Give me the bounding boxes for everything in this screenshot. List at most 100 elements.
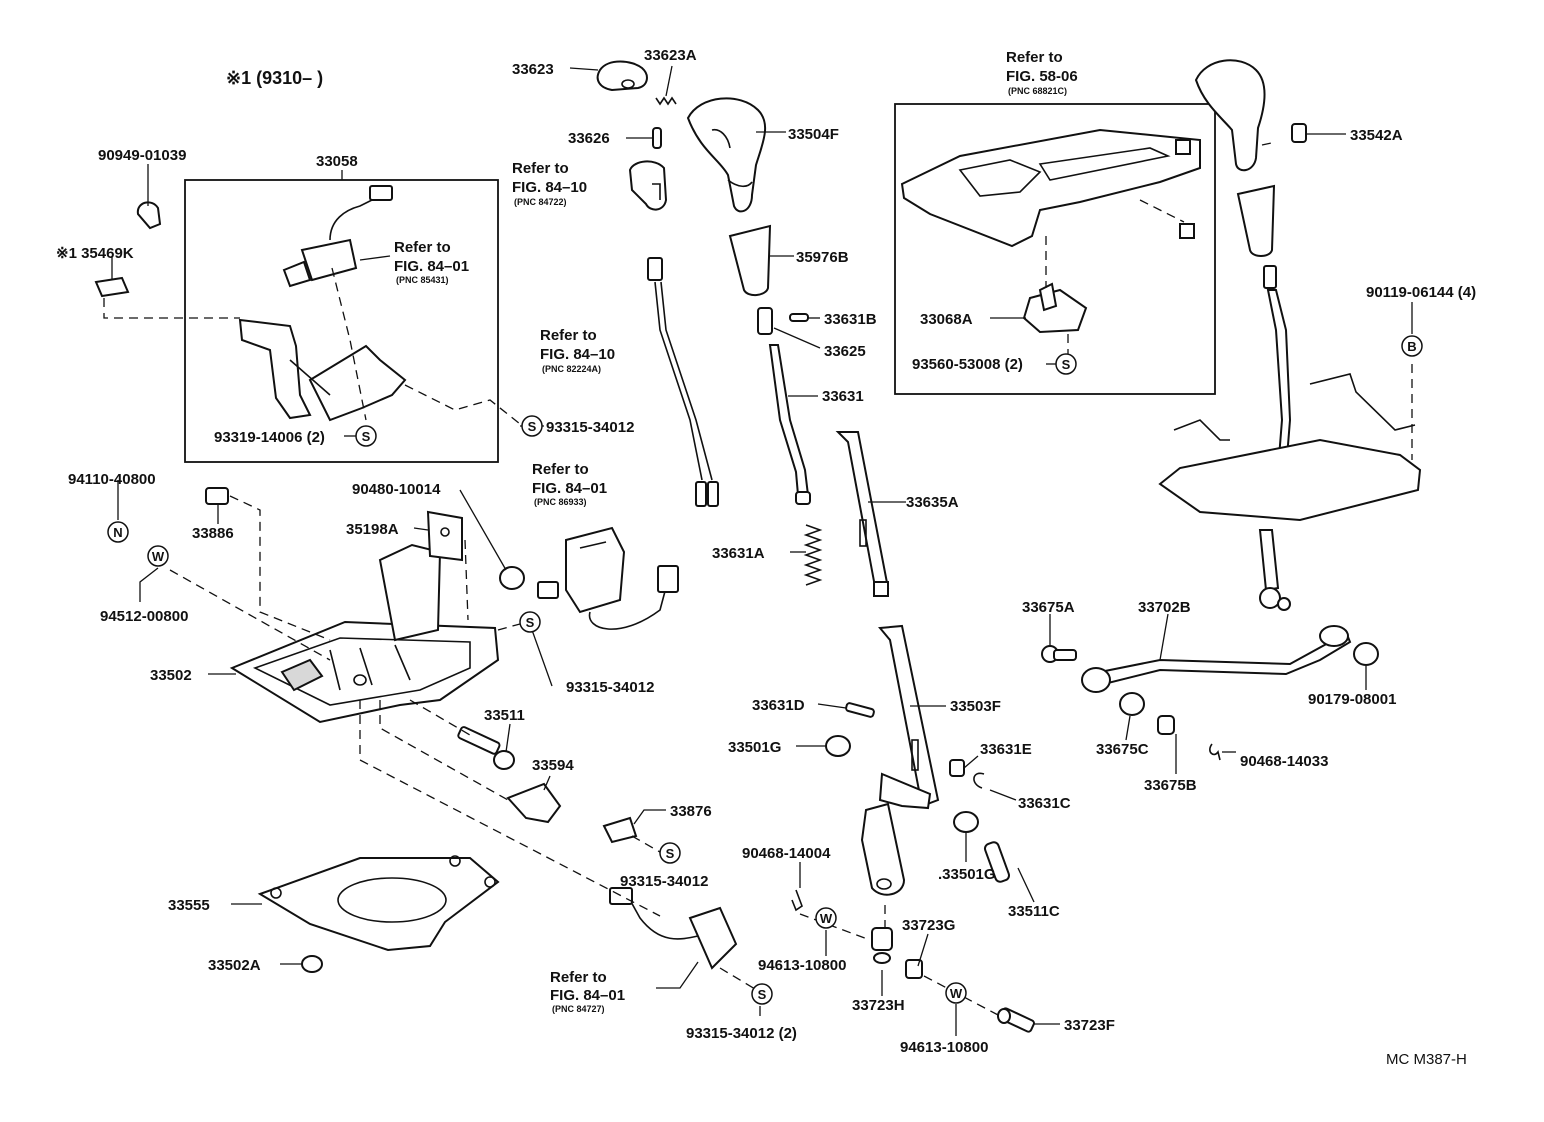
refer-86933: Refer to FIG. 84–01 (PNC 86933) (532, 461, 607, 507)
symbol-w-2: W (815, 907, 837, 929)
shift-knob (686, 97, 767, 213)
label-33702b: 33702B (1138, 599, 1191, 616)
label-33502: 33502 (150, 667, 192, 684)
symbol-s-4-letter: S (666, 846, 675, 861)
rod-spring (803, 524, 823, 586)
bolt-33723f (997, 1007, 1035, 1033)
label-90468-14004: 90468-14004 (742, 845, 831, 862)
label-33723h: 33723H (852, 997, 905, 1014)
label-90119: 90119-06144 (4) (1366, 284, 1476, 301)
label-90468-14033: 90468-14033 (1240, 753, 1328, 770)
switch-bracket (238, 318, 407, 422)
shift-lever-assembly-right (1158, 265, 1422, 611)
screw-33542a (1291, 123, 1307, 143)
knob-spring (655, 96, 677, 106)
label-33631e: 33631E (980, 741, 1032, 758)
cam-33594 (506, 782, 562, 824)
knob-switch-plug (628, 160, 668, 211)
refer-84722-line2: FIG. 84–10 (512, 179, 587, 196)
symbol-w-1: W (147, 545, 169, 567)
shift-rod (768, 344, 811, 505)
switch-84727 (609, 887, 738, 970)
nut-90179 (1353, 642, 1379, 666)
label-33675c: 33675C (1096, 741, 1149, 758)
leader-lines (111, 65, 1413, 1036)
symbol-s-6: S (1055, 353, 1077, 375)
refer-85431-line1: Refer to (394, 239, 451, 256)
shift-plate-33502 (229, 543, 500, 724)
link-rod-33702b (1081, 625, 1352, 693)
label-33675b: 33675B (1144, 777, 1197, 794)
bushing-33502a (301, 955, 323, 973)
symbol-w-2-letter: W (820, 911, 833, 926)
refer-84722-line1: Refer to (512, 160, 569, 177)
switch-assembly-box (184, 179, 499, 463)
symbol-s-1-letter: S (362, 429, 371, 444)
label-33504f: 33504F (788, 126, 839, 143)
label-33631c: 33631C (1018, 795, 1071, 812)
refer-84722: Refer to FIG. 84–10 (PNC 84722) (512, 160, 587, 207)
refer-68821c-line2: FIG. 58-06 (1006, 68, 1078, 85)
label-33626: 33626 (568, 130, 610, 147)
refer-85431-line2: FIG. 84–01 (394, 258, 469, 275)
symbol-s-2-letter: S (528, 419, 537, 434)
label-33068a: 33068A (920, 311, 973, 328)
bushing-33501g-2 (953, 811, 979, 833)
collar-33675b (1157, 715, 1175, 735)
symbol-n-letter: N (113, 525, 122, 540)
refer-86933-line1: Refer to (532, 461, 589, 478)
refer-84722-pnc: (PNC 84722) (514, 197, 567, 207)
harness-82224a (647, 257, 719, 507)
label-35469k: ※1 35469K (56, 245, 134, 262)
label-33542a: 33542A (1350, 127, 1403, 144)
symbol-w-1-letter: W (152, 549, 165, 564)
bracket-33876 (602, 816, 638, 844)
label-33501g: 33501G (728, 739, 781, 756)
refer-86933-line2: FIG. 84–01 (532, 480, 607, 497)
label-33631b: 33631B (824, 311, 877, 328)
refer-85431-pnc: (PNC 85431) (396, 275, 449, 285)
shift-boot (728, 224, 772, 296)
clip-90468-14033 (1209, 743, 1221, 761)
refer-68821c-line1: Refer to (1006, 49, 1063, 66)
label-33886: 33886 (192, 525, 234, 542)
console-panel-box (894, 103, 1216, 395)
symbol-w-3-letter: W (950, 986, 963, 1001)
bracket-35198a (426, 510, 463, 562)
knob-pin (652, 127, 662, 149)
label-94613-b: 94613-10800 (900, 1039, 988, 1056)
refer-82224a: Refer to FIG. 84–10 (PNC 82224A) (540, 327, 615, 374)
label-93315-d: 93315-34012 (2) (686, 1025, 797, 1042)
label-33635a: 33635A (906, 494, 959, 511)
label-33511: 33511 (484, 707, 525, 724)
knob-button (596, 60, 648, 92)
symbol-b-letter: B (1407, 339, 1416, 354)
diagram-code: MC M387-H (1386, 1051, 1467, 1068)
refer-82224a-line1: Refer to (540, 327, 597, 344)
label-93315-b: 93315-34012 (566, 679, 654, 696)
refer-84727-line1: Refer to (550, 969, 607, 986)
symbol-s-6-letter: S (1062, 357, 1071, 372)
label-35198a: 35198A (346, 521, 399, 538)
symbol-s-1: S (355, 425, 377, 447)
label-90949: 90949-01039 (98, 147, 186, 164)
label-33625: 33625 (824, 343, 866, 360)
label-33723g: 33723G (902, 917, 955, 934)
pin-33631b (789, 313, 809, 322)
label-33876: 33876 (670, 803, 712, 820)
shift-boot-right (1236, 184, 1276, 257)
base-33555 (257, 855, 500, 952)
label-33675a: 33675A (1022, 599, 1075, 616)
symbol-s-5: S (751, 983, 773, 1005)
refer-84727-line2: FIG. 84–01 (550, 987, 625, 1004)
label-33555: 33555 (168, 897, 210, 914)
indicator-33068a (1022, 282, 1088, 334)
pin-90468-14004 (791, 889, 803, 912)
shift-lever-33503f (860, 624, 940, 896)
switch-33058 (282, 185, 393, 288)
label-33501g-2: .33501G (938, 866, 996, 883)
label-90179: 90179-08001 (1308, 691, 1396, 708)
refer-84727-pnc: (PNC 84727) (552, 1004, 605, 1014)
label-33631a: 33631A (712, 545, 765, 562)
